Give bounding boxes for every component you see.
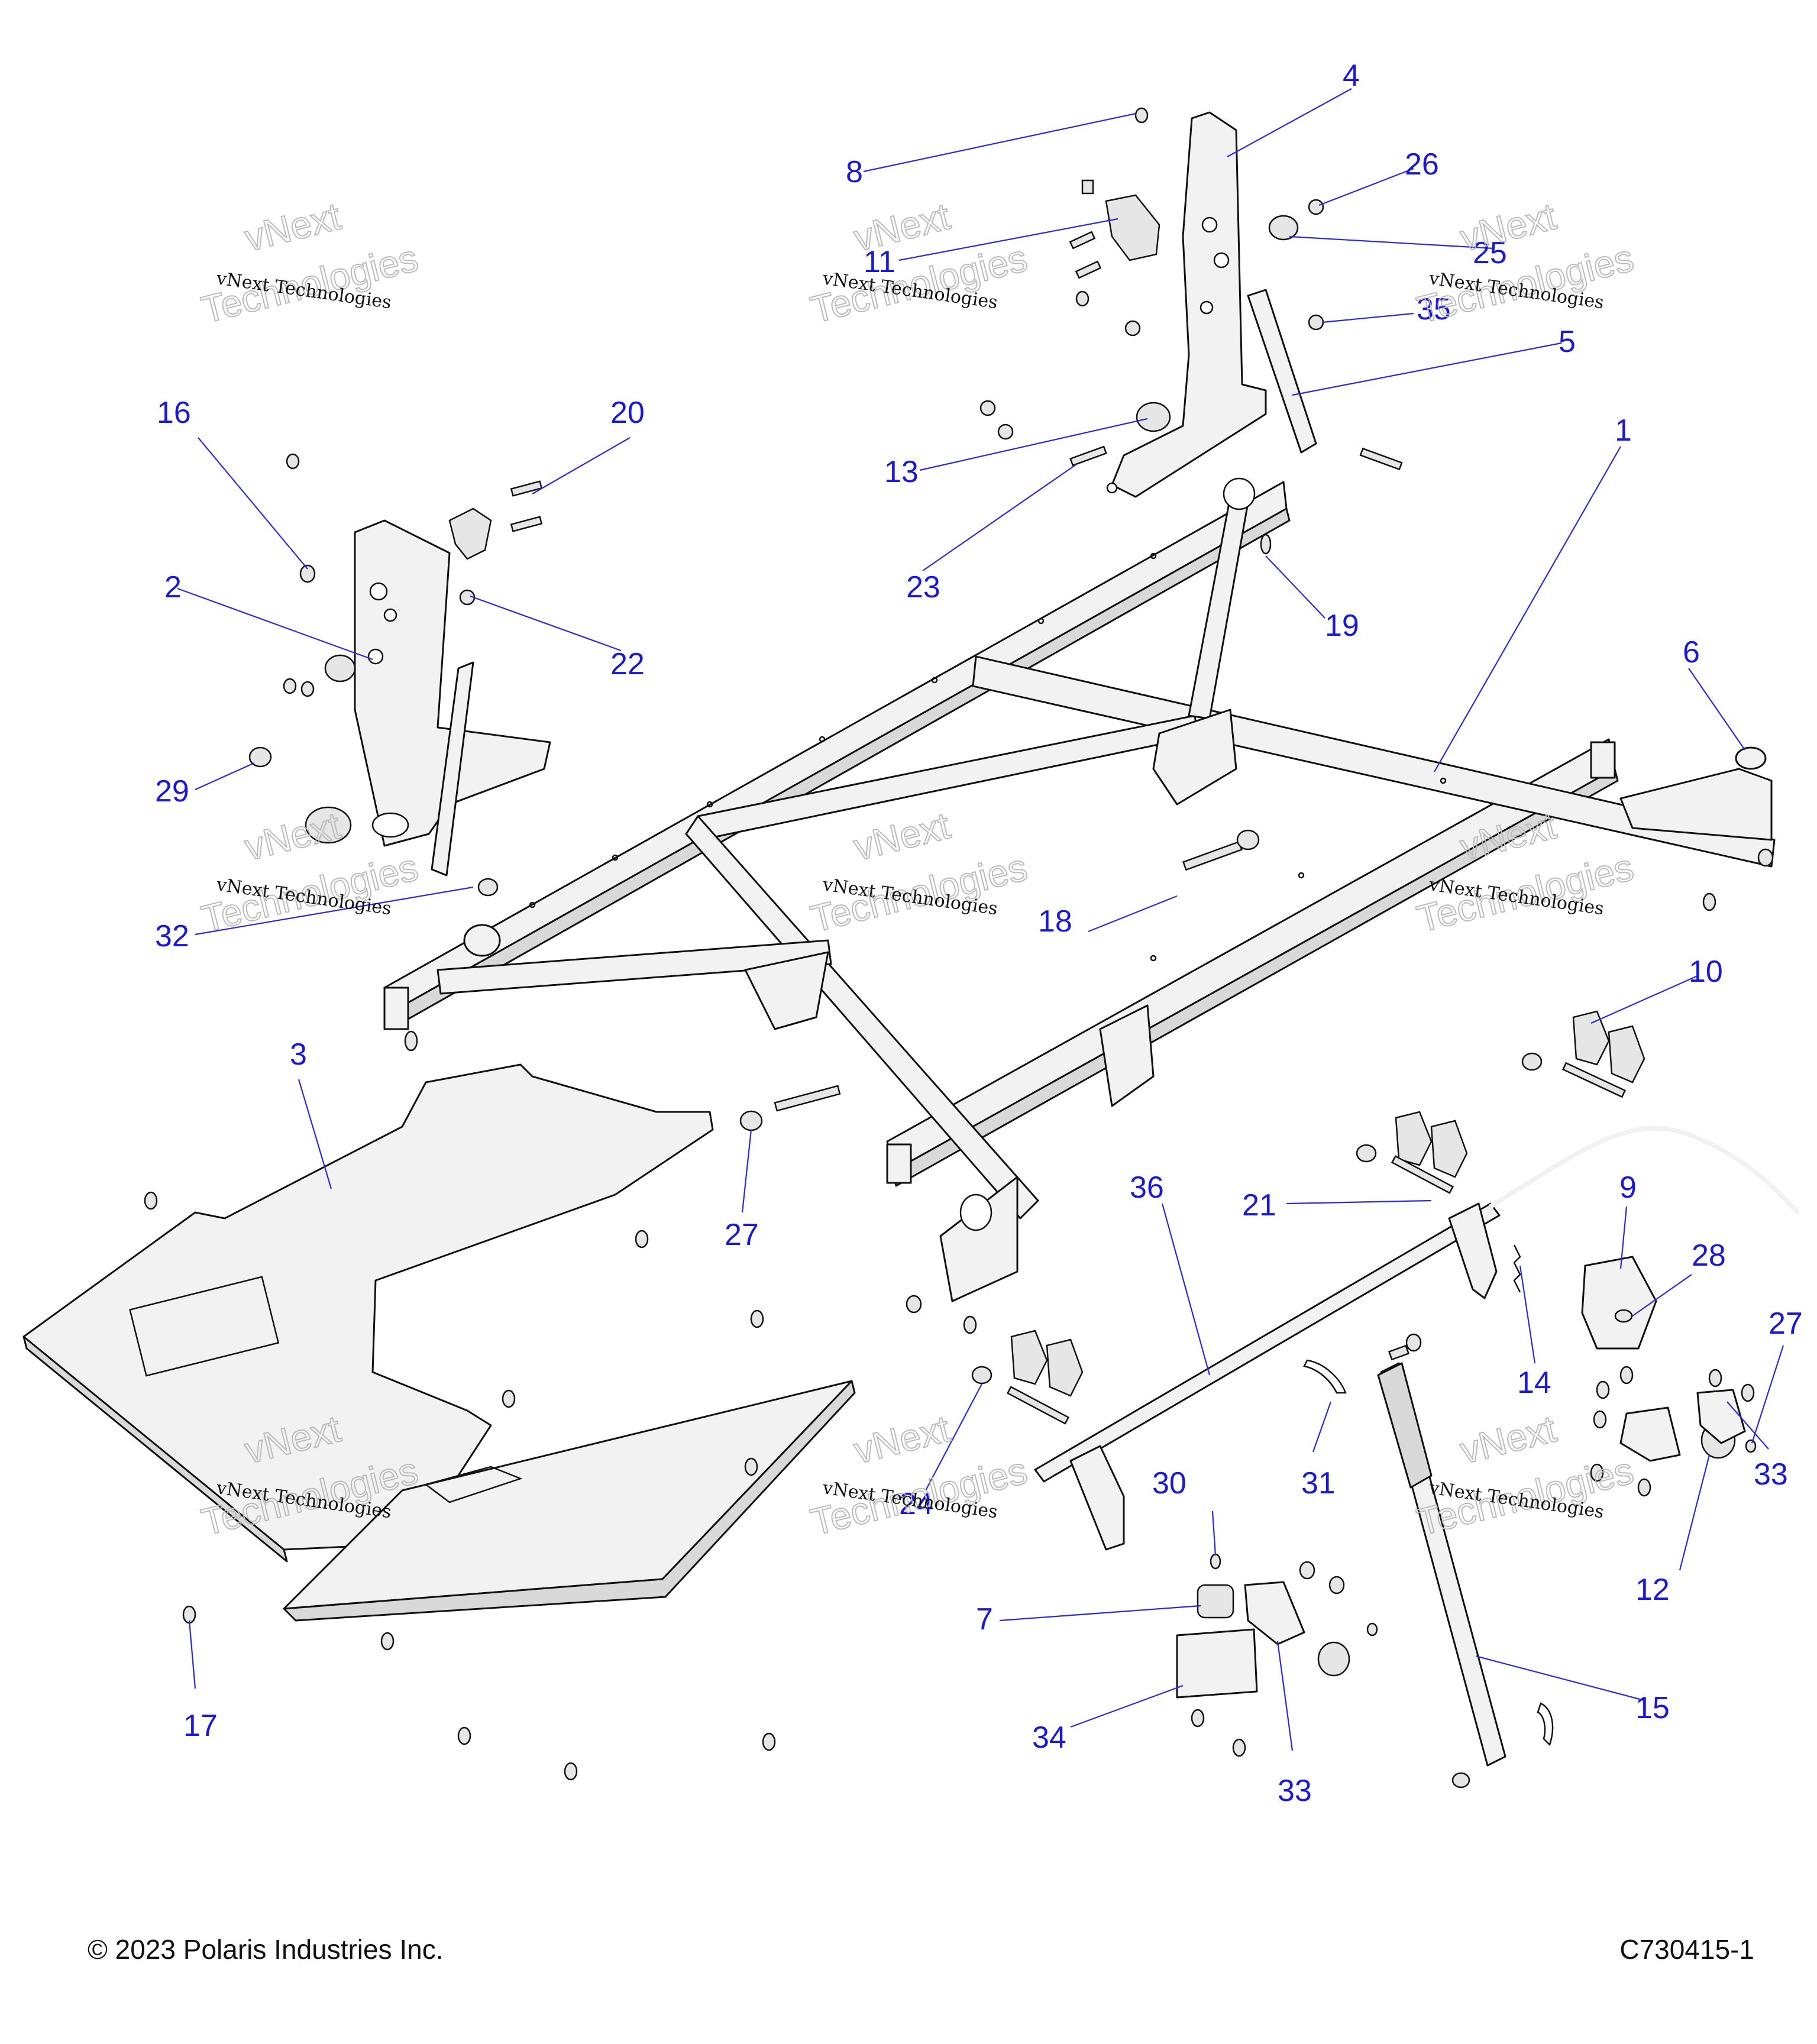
- callout-23: 23: [906, 570, 940, 604]
- callout-8: 8: [846, 155, 863, 189]
- watermark-big: vNext: [850, 1407, 954, 1471]
- callout-35: 35: [1417, 292, 1451, 326]
- callout-15: 15: [1635, 1691, 1670, 1725]
- callout-3: 3: [290, 1037, 307, 1072]
- callout-29: 29: [155, 774, 189, 808]
- callout-33b: 33: [1278, 1774, 1312, 1808]
- callout-14: 14: [1517, 1366, 1551, 1400]
- callout-1: 1: [1615, 413, 1632, 448]
- leader-lines: [177, 88, 1784, 1751]
- callout-20: 20: [610, 396, 645, 430]
- front-bracket: [305, 507, 551, 877]
- callout-25: 25: [1473, 236, 1507, 270]
- callout-18: 18: [1038, 904, 1072, 939]
- copyright-notice: © 2023 Polaris Industries Inc.: [88, 1934, 444, 1965]
- callout-26: 26: [1405, 147, 1439, 182]
- callout-4: 4: [1343, 59, 1360, 93]
- callout-17: 17: [183, 1709, 218, 1743]
- watermark-big: vNext: [241, 195, 345, 259]
- callout-32: 32: [155, 919, 189, 953]
- callout-5: 5: [1559, 325, 1576, 359]
- callout-31: 31: [1301, 1466, 1336, 1500]
- watermark-big: vNext: [850, 195, 954, 259]
- callout-16: 16: [157, 396, 191, 430]
- watermark-big: vNext: [1456, 1407, 1560, 1471]
- callout-10: 10: [1689, 955, 1723, 989]
- callout-6: 6: [1683, 635, 1700, 670]
- watermark-big: vNext: [850, 804, 954, 868]
- callout-12: 12: [1635, 1573, 1670, 1607]
- callout-27b: 27: [1768, 1306, 1803, 1341]
- callout-36: 36: [1130, 1170, 1164, 1205]
- callout-30: 30: [1152, 1466, 1186, 1500]
- callout-28: 28: [1692, 1238, 1726, 1273]
- watermark-big: vNext: [241, 804, 345, 868]
- cotter-pin: [1537, 1702, 1554, 1747]
- callout-9: 9: [1619, 1170, 1637, 1205]
- callout-21: 21: [1242, 1188, 1276, 1222]
- rear-bracket: [1105, 111, 1317, 498]
- callout-33a: 33: [1754, 1457, 1788, 1492]
- callout-19: 19: [1325, 609, 1359, 643]
- callout-24: 24: [899, 1487, 933, 1521]
- frame-assembly: [383, 477, 1776, 1302]
- rod-assembly: [1010, 1010, 1800, 1767]
- callout-labels: 1 2 3 4 5 6 7 8 9 10 11 12 13 14 15 16 1…: [155, 59, 1803, 1808]
- callout-27a: 27: [725, 1218, 759, 1252]
- fasteners: [144, 107, 1774, 1789]
- callout-34: 34: [1032, 1720, 1066, 1755]
- callout-13: 13: [884, 455, 919, 489]
- cotter-pin: [1303, 1359, 1347, 1394]
- floor-panel: [22, 1063, 856, 1622]
- watermark-big: vNext: [1456, 195, 1560, 259]
- drawing-number: C730415-1: [1619, 1934, 1754, 1965]
- callout-7: 7: [976, 1602, 993, 1637]
- callout-11: 11: [864, 245, 895, 279]
- callout-2: 2: [164, 570, 182, 604]
- callout-22: 22: [610, 647, 645, 681]
